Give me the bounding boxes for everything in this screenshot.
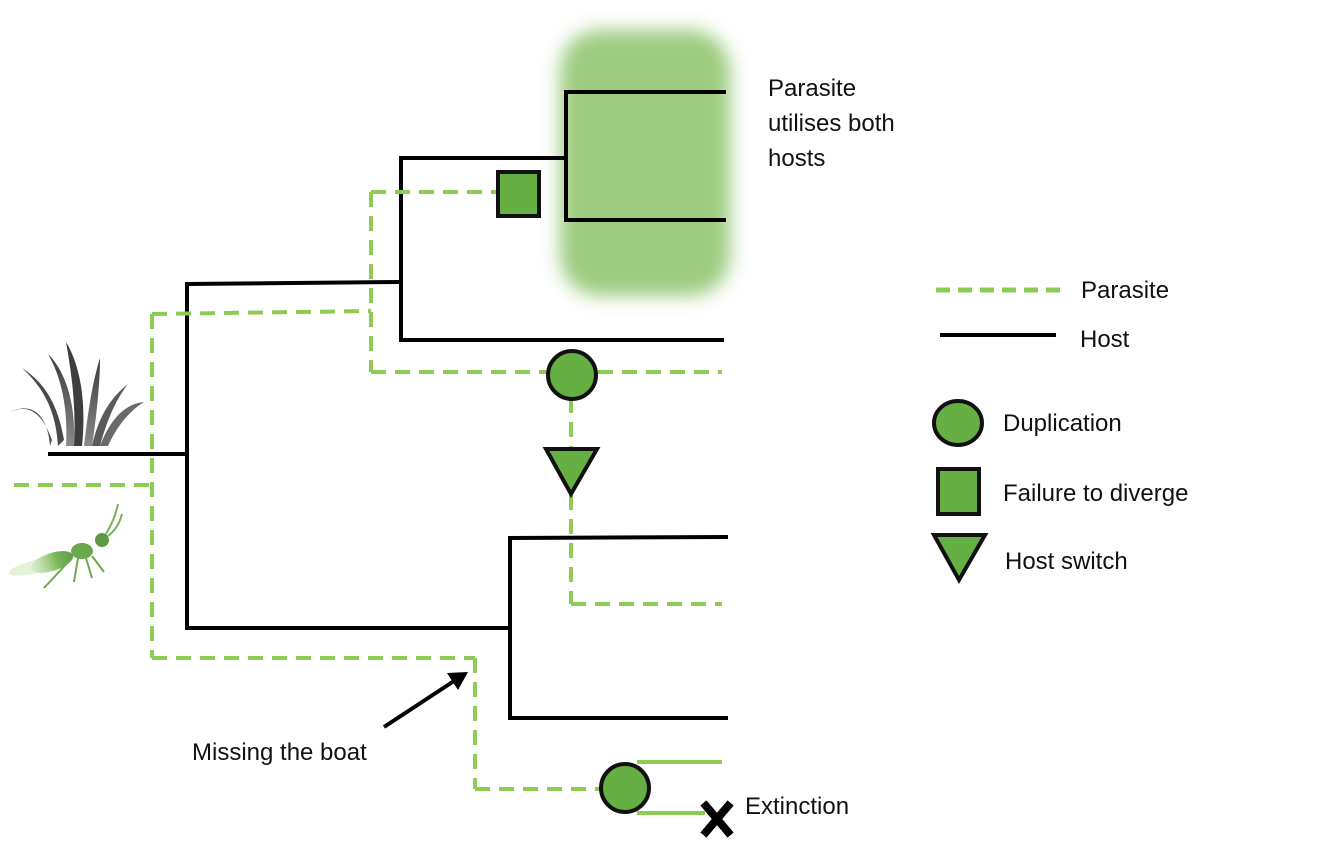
legend-duplication-swatch <box>932 399 984 447</box>
shared-host-label-line-1: Parasite <box>768 75 857 102</box>
missing-the-boat-label: Missing the boat <box>192 739 367 766</box>
shared-host-label-line-2: utilises both <box>768 110 895 137</box>
shared-host-label-line-3: hosts <box>768 145 826 172</box>
extinction-label: Extinction <box>745 793 850 820</box>
legend-host-label: Host <box>1080 326 1130 353</box>
legend-host-switch-label: Host switch <box>1005 548 1128 575</box>
duplication-marker-lower <box>599 762 651 814</box>
legend-host-switch-swatch <box>930 533 989 585</box>
shared-host-label: Parasite utilises both hosts <box>768 71 895 176</box>
legend-failure-swatch <box>936 467 981 516</box>
parasite-tips-solid <box>637 760 722 815</box>
parasite-tree <box>14 190 722 791</box>
legend-failure-to-diverge-label: Failure to diverge <box>1003 480 1189 507</box>
duplication-marker-upper <box>546 349 598 401</box>
cross-icon <box>700 800 734 838</box>
legend-parasite-label: Parasite <box>1081 277 1170 304</box>
legend <box>930 287 1060 585</box>
host-branch-upper <box>184 279 404 287</box>
host-tip-4 <box>507 534 729 541</box>
shared-host-highlight <box>560 30 730 296</box>
host-tree <box>48 90 729 720</box>
legend-duplication-label: Duplication <box>1003 410 1122 437</box>
parasite-branch-upper <box>151 309 372 316</box>
host-switch-marker <box>542 447 601 499</box>
failure-to-diverge-marker <box>496 170 541 218</box>
wasp-icon <box>8 503 123 589</box>
grass-icon <box>10 342 144 446</box>
arrow-icon <box>382 672 468 729</box>
